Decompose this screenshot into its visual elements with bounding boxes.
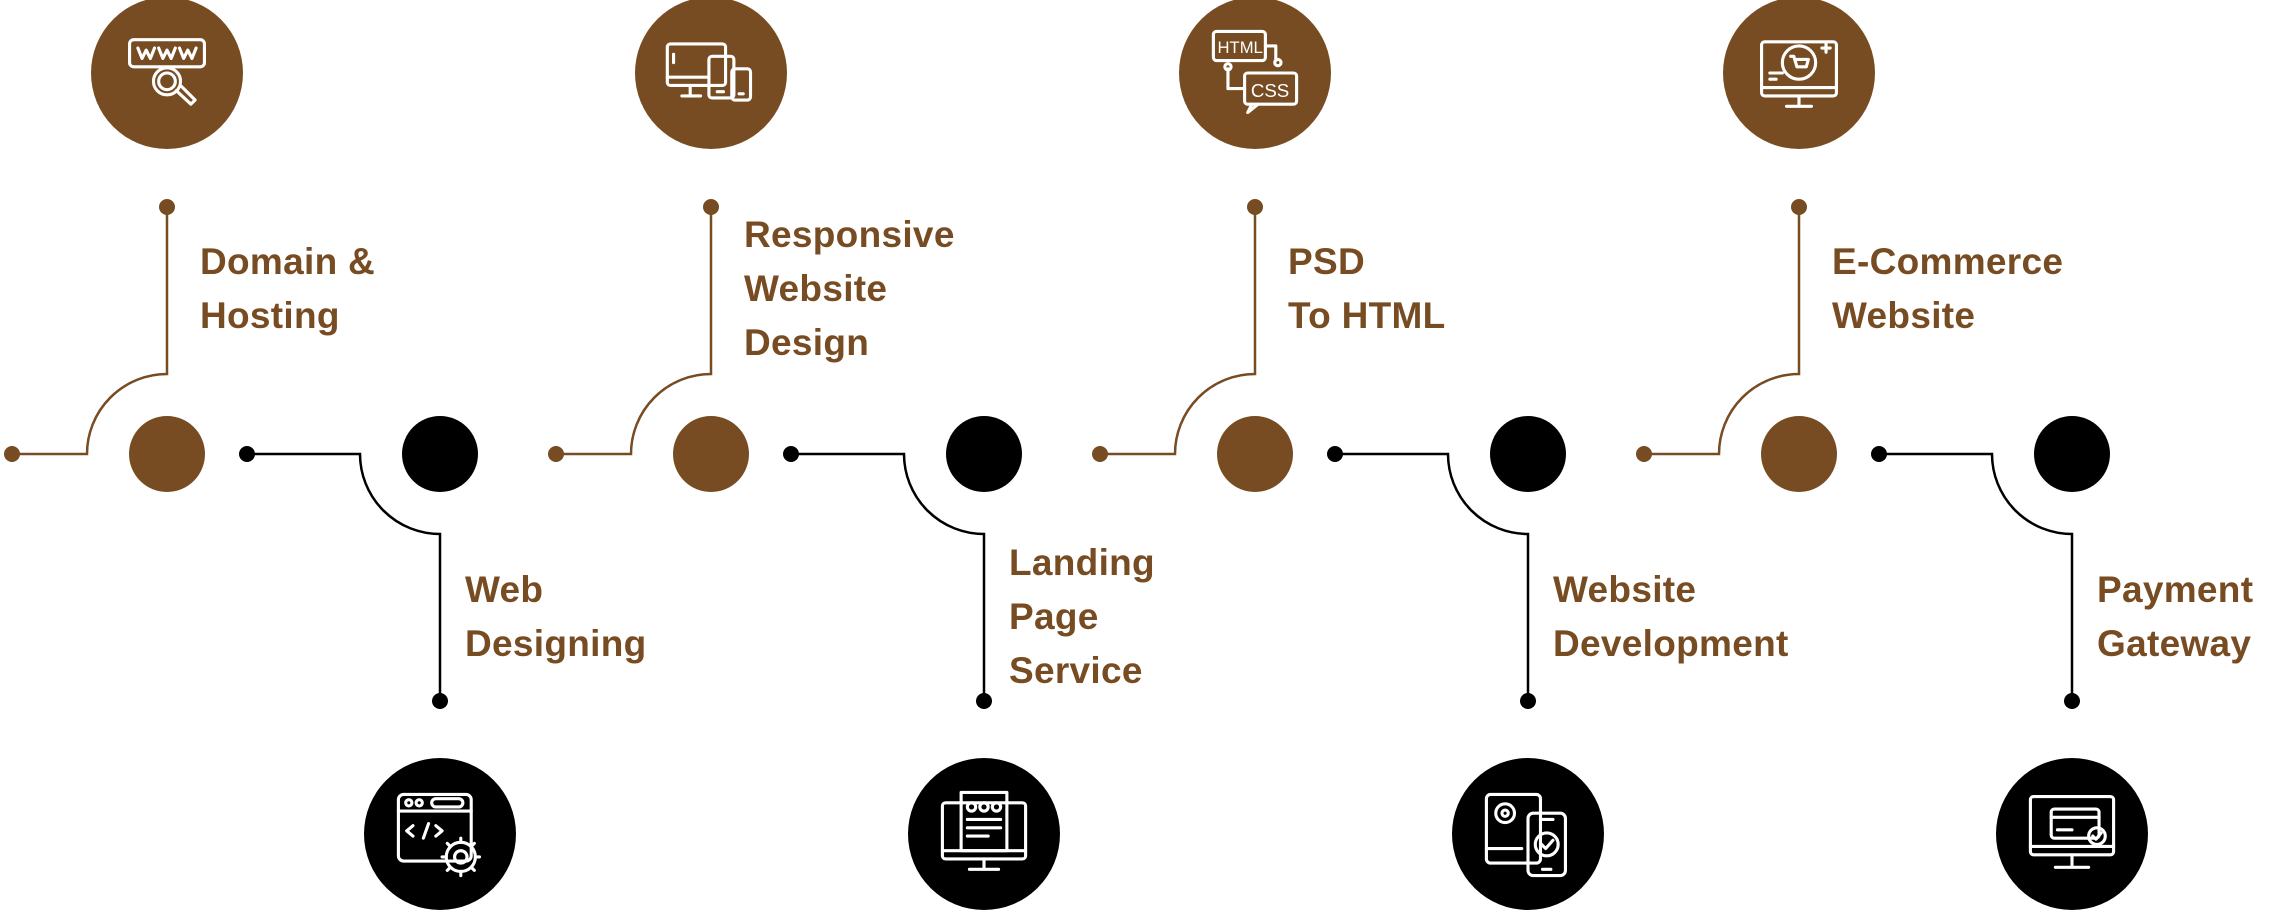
timeline-node-brown <box>673 416 749 492</box>
connector-dot <box>1327 446 1343 462</box>
label-line: Hosting <box>200 295 340 336</box>
dev-gear-phone-icon <box>1484 792 1567 878</box>
label-line: Payment <box>2097 569 2254 610</box>
payment-card-monitor-icon <box>2028 795 2116 869</box>
code-window-gear-icon <box>396 792 482 878</box>
responsive-devices-icon <box>665 42 753 102</box>
label-line: Website <box>1832 295 1976 336</box>
timeline-node-brown <box>1217 416 1293 492</box>
timeline-node-brown <box>129 416 205 492</box>
timeline-node-brown <box>1761 416 1837 492</box>
connector-dot <box>159 199 175 215</box>
top-connector-line <box>1100 207 1257 456</box>
label-line: Website <box>1553 569 1697 610</box>
label-line: Development <box>1553 623 1789 664</box>
label-line: Landing <box>1009 542 1155 583</box>
www-search-icon <box>128 38 206 106</box>
timeline-node-black <box>946 416 1022 492</box>
connector-dot <box>976 693 992 709</box>
bottom-step-icon-circle <box>908 758 1060 910</box>
top-connector-line <box>556 207 713 456</box>
connector-dot <box>4 446 20 462</box>
label-line: Responsive <box>744 214 955 255</box>
bottom-step-icon-circle <box>364 758 516 910</box>
top-connector-line <box>12 207 169 456</box>
timeline-node-black <box>1490 416 1566 492</box>
connector-dot <box>1871 446 1887 462</box>
label-line: E-Commerce <box>1832 241 2064 282</box>
connector-dot <box>1636 446 1652 462</box>
connector-dot <box>432 693 448 709</box>
connector-dot <box>1520 693 1536 709</box>
bottom-connector-line <box>1879 452 2074 701</box>
connector-dot <box>1092 446 1108 462</box>
bottom-connector-line <box>1335 452 1530 701</box>
connector-dot <box>1791 199 1807 215</box>
bottom-step-icon-circle <box>1996 758 2148 910</box>
label-line: Domain & <box>200 241 376 282</box>
timeline-node-black <box>2034 416 2110 492</box>
timeline-node-black <box>402 416 478 492</box>
connector-dot <box>703 199 719 215</box>
top-step-icon-circle <box>635 0 787 149</box>
connector-dot <box>548 446 564 462</box>
top-step-label: PSD To HTML <box>1288 235 1446 343</box>
svg-text:HTML: HTML <box>1218 38 1263 57</box>
top-step-icon-circle <box>91 0 243 149</box>
landing-page-monitor-icon <box>940 790 1028 871</box>
top-step-label: Domain & Hosting <box>200 235 375 343</box>
label-line: Website <box>744 268 888 309</box>
connector-dot <box>2064 693 2080 709</box>
label-line: Page <box>1009 596 1099 637</box>
html-css-icon: HTML CSS <box>1211 29 1299 115</box>
label-line: Gateway <box>2097 623 2252 664</box>
label-line: Service <box>1009 650 1143 691</box>
label-line: PSD <box>1288 241 1365 282</box>
ecommerce-cart-monitor-icon <box>1760 40 1838 108</box>
top-connector-line <box>1644 207 1801 456</box>
label-line: Designing <box>465 623 647 664</box>
connector-dot <box>1247 199 1263 215</box>
top-step-icon-circle <box>1723 0 1875 149</box>
connector-dot <box>239 446 255 462</box>
bottom-connector-line <box>791 452 986 701</box>
top-step-icon-circle: HTML CSS <box>1179 0 1331 149</box>
bottom-connector-line <box>247 452 442 701</box>
bottom-step-icon-circle <box>1452 758 1604 910</box>
svg-text:CSS: CSS <box>1251 80 1289 101</box>
label-line: Web <box>465 569 544 610</box>
label-line: To HTML <box>1288 295 1446 336</box>
connector-dot <box>783 446 799 462</box>
label-line: Design <box>744 322 870 363</box>
